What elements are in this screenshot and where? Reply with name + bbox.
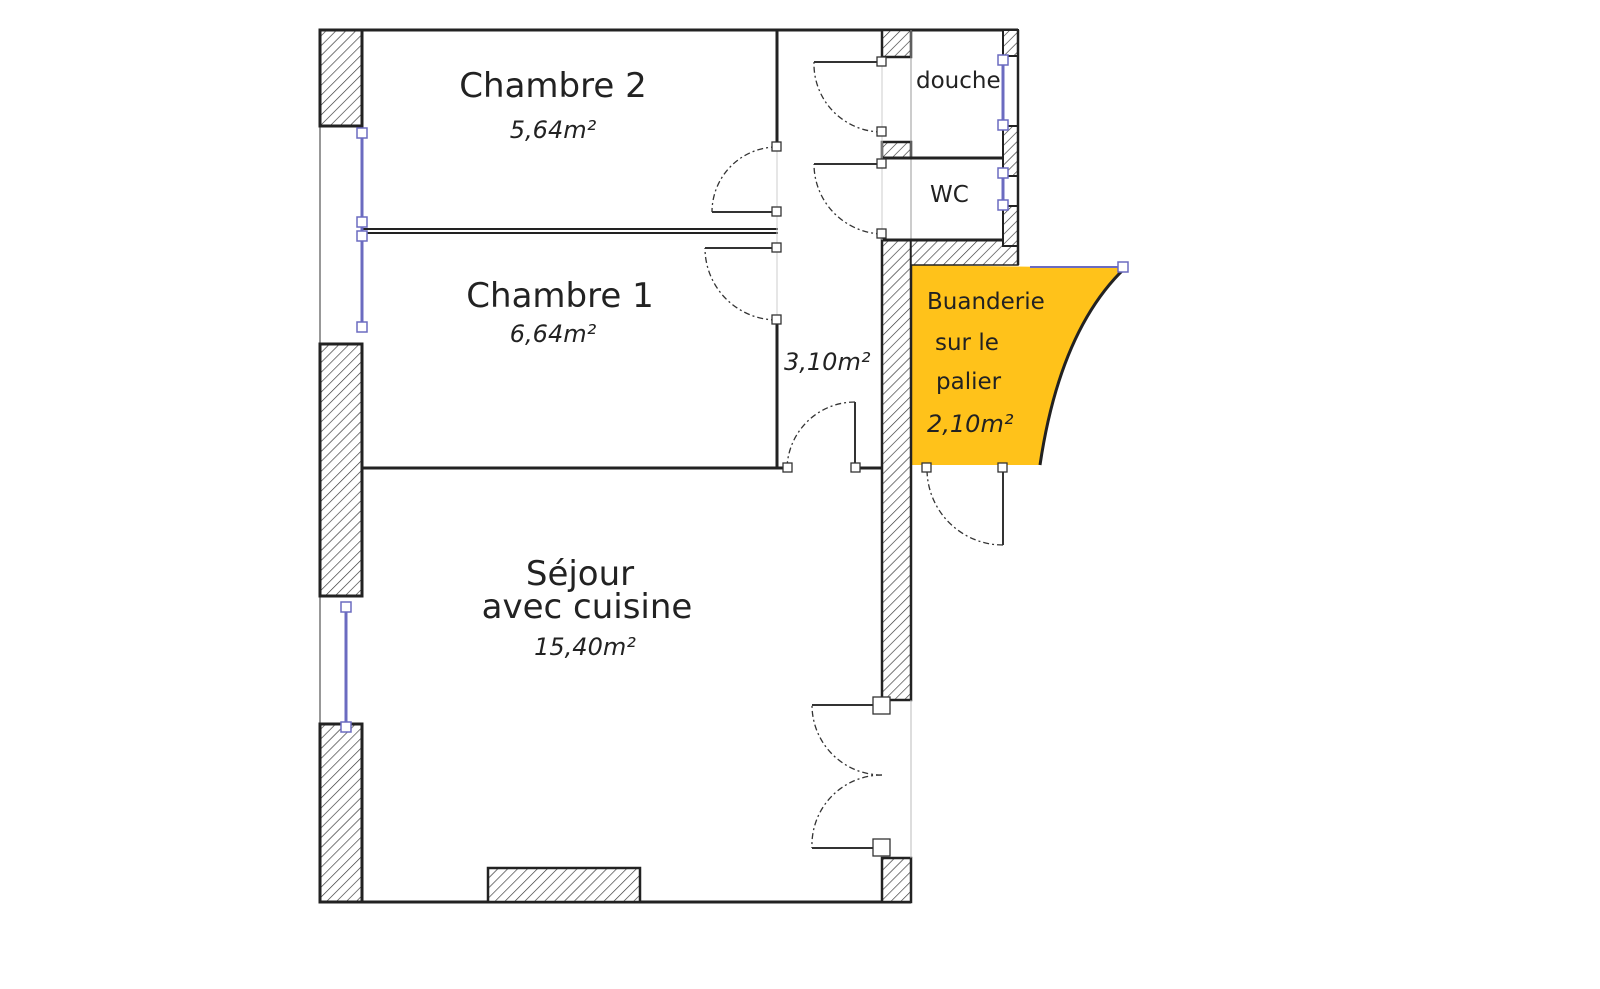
room-name-chambre-1: Chambre 1 (466, 276, 654, 316)
windows (340, 54, 1129, 733)
room-name-sejour-line1: Séjour (525, 554, 635, 594)
room-area-sejour: 15,40m² (534, 633, 636, 661)
room-area-buanderie: 2,10m² (927, 410, 1014, 438)
room-area-chambre-1: 6,64m² (509, 320, 597, 348)
walls (318, 28, 1125, 904)
room-name-douche: douche (916, 68, 1001, 94)
room-name-buanderie-line1: Buanderie (927, 289, 1045, 315)
room-name-wc: WC (930, 182, 969, 208)
room-name-buanderie-line3: palier (936, 369, 1002, 395)
room-name-sejour-line2: avec cuisine (481, 587, 693, 627)
room-area-chambre-2: 5,64m² (509, 116, 597, 144)
room-area-hallway: 3,10m² (784, 348, 871, 376)
room-name-buanderie-line2: sur le (935, 330, 999, 356)
buanderie-area (911, 265, 1125, 465)
room-name-chambre-2: Chambre 2 (459, 66, 647, 106)
doors (704, 56, 1008, 857)
